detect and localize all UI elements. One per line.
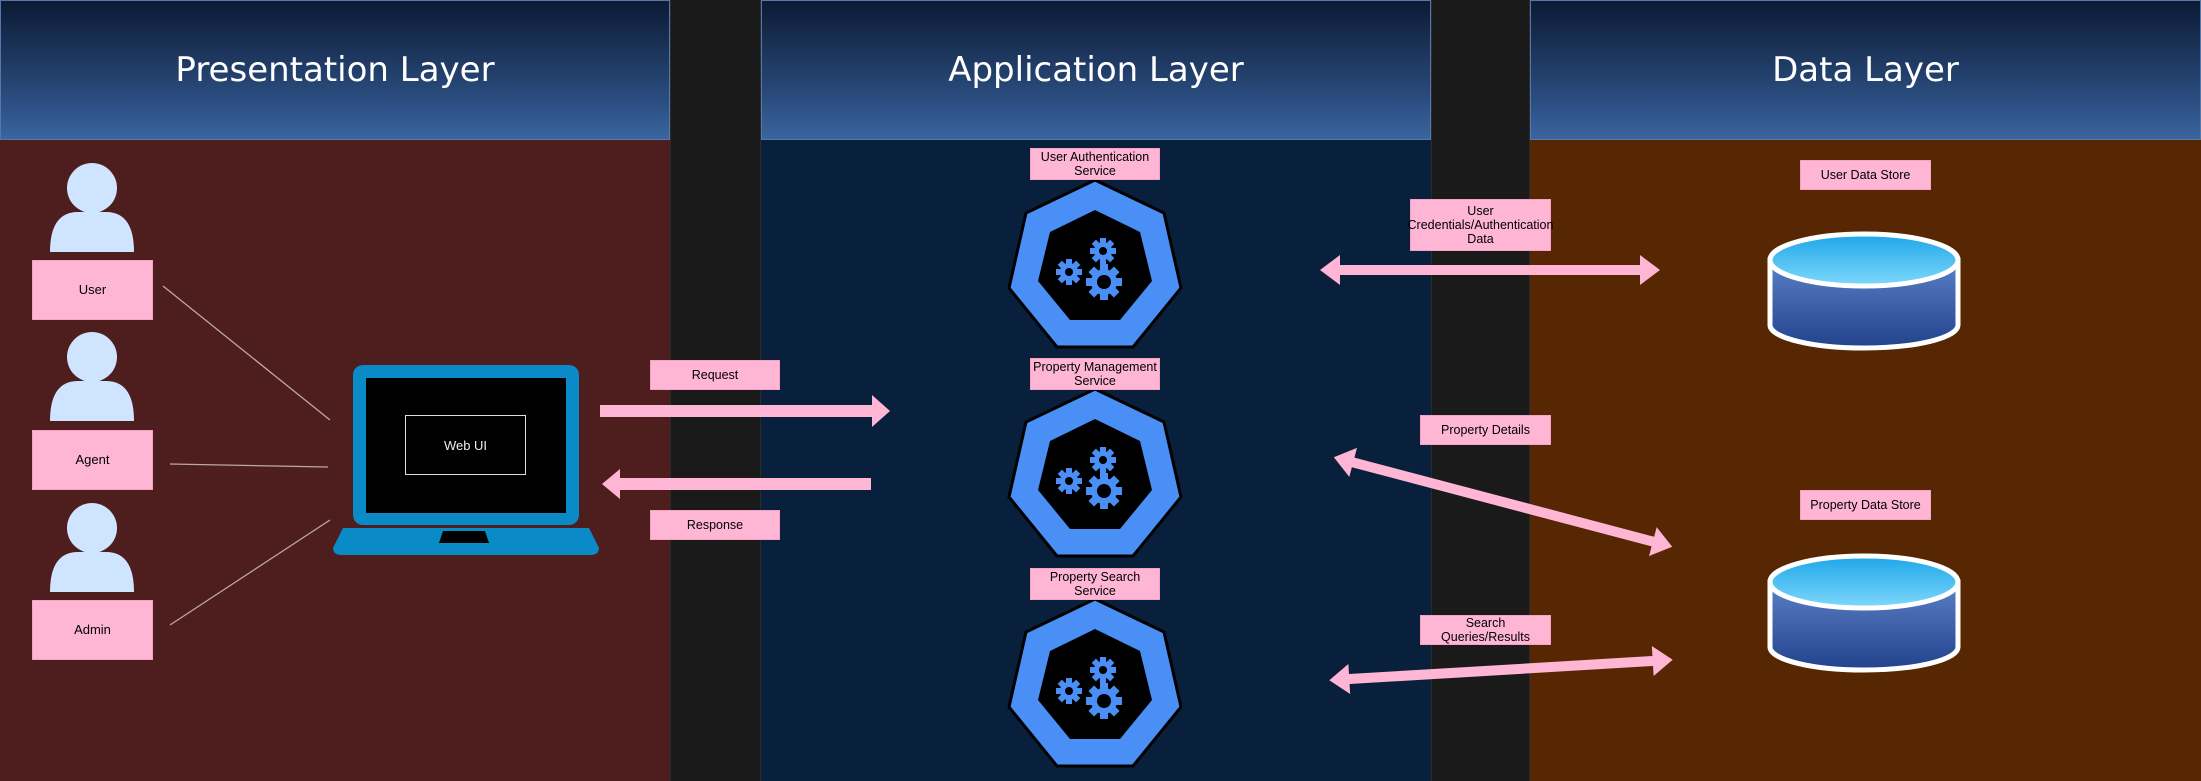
- agent-person-icon: [50, 332, 134, 421]
- credentials-double-arrow: [1320, 255, 1660, 285]
- search-results-link-label: Search Queries/Results: [1420, 615, 1551, 645]
- agent-connector-line: [169, 463, 329, 468]
- web-ui-label: Web UI: [405, 415, 526, 475]
- service-label-property-search-line2: Service: [1074, 584, 1116, 598]
- service-icon-property-management: [1007, 387, 1183, 558]
- actor-label-admin: Admin: [32, 600, 153, 660]
- credentials-link-label-line3: Data: [1467, 232, 1494, 246]
- credentials-link-label-line1: User: [1467, 204, 1494, 218]
- admin-person-icon: [50, 503, 134, 592]
- request-label: Request: [650, 360, 780, 390]
- service-label-property-management-line1: Property Management: [1033, 360, 1157, 374]
- service-label-property-management: Property Management Service: [1030, 358, 1160, 390]
- admin-connector-line: [169, 519, 331, 626]
- search-results-double-arrow: [1329, 646, 1673, 694]
- service-label-auth: User Authentication Service: [1030, 148, 1160, 180]
- service-icon-property-search: [1007, 597, 1183, 768]
- user-data-store-label: User Data Store: [1800, 160, 1931, 190]
- property-data-store-label: Property Data Store: [1800, 490, 1931, 520]
- property-details-double-arrow: [1333, 447, 1673, 557]
- property-data-store-icon: [1767, 553, 1961, 673]
- user-data-store-icon: [1767, 231, 1961, 351]
- service-label-auth-line2: Service: [1074, 164, 1116, 178]
- service-label-property-search-line1: Property Search: [1049, 570, 1141, 584]
- service-label-property-search: Property Search Service: [1030, 568, 1160, 600]
- presentation-layer-title: Presentation Layer: [0, 0, 670, 140]
- response-label: Response: [650, 510, 780, 540]
- request-arrow: [600, 395, 890, 427]
- user-connector-line: [162, 285, 331, 421]
- data-layer-title: Data Layer: [1530, 0, 2201, 140]
- application-layer-title: Application Layer: [761, 0, 1431, 140]
- credentials-link-label-line2: Credentials/Authentication: [1407, 218, 1554, 232]
- actor-label-user: User: [32, 260, 153, 320]
- actor-label-agent: Agent: [32, 430, 153, 490]
- service-label-auth-line1: User Authentication: [1040, 150, 1150, 164]
- property-details-link-label: Property Details: [1420, 415, 1551, 445]
- response-arrow: [602, 469, 871, 499]
- service-icon-auth: [1007, 178, 1183, 349]
- user-person-icon: [50, 163, 134, 252]
- credentials-link-label: User Credentials/Authentication Data: [1407, 199, 1554, 251]
- gap-left: [670, 0, 761, 781]
- service-label-property-management-line2: Service: [1074, 374, 1116, 388]
- gap-right: [1431, 0, 1530, 781]
